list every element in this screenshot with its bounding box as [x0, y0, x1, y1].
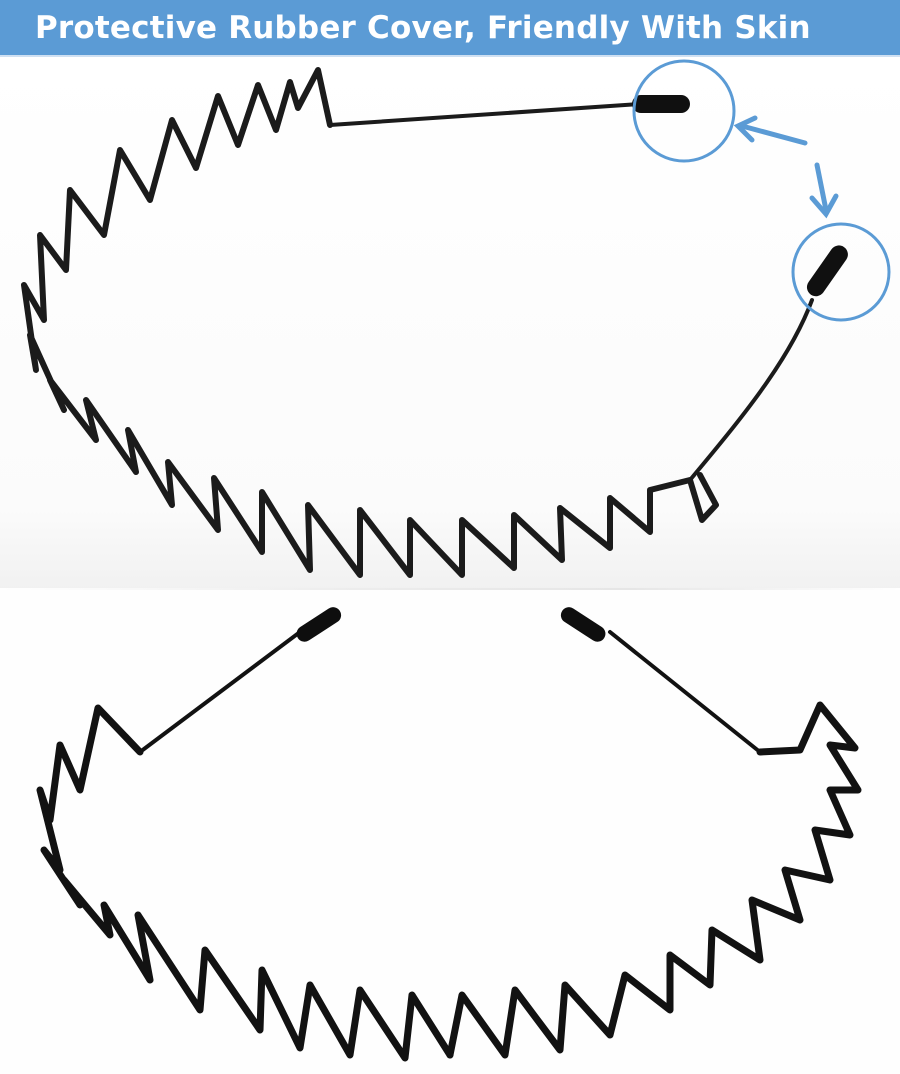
callout-circle-right — [791, 222, 891, 322]
product-photo-top — [0, 59, 900, 590]
header-banner: Protective Rubber Cover, Friendly With S… — [0, 0, 900, 57]
rubber-tip-top — [632, 95, 690, 113]
photo-divider — [0, 588, 900, 591]
rubber-tip-right-bottom — [560, 607, 606, 642]
rubber-tip-right — [806, 245, 848, 297]
headband-front-view — [36, 607, 862, 1062]
callout-circle-top — [632, 59, 736, 163]
product-photo-bottom — [0, 590, 900, 1074]
headband-side-view — [21, 59, 891, 578]
rubber-tip-left — [296, 607, 342, 642]
header-title: Protective Rubber Cover, Friendly With S… — [35, 9, 811, 46]
arrow-icons — [733, 115, 839, 219]
